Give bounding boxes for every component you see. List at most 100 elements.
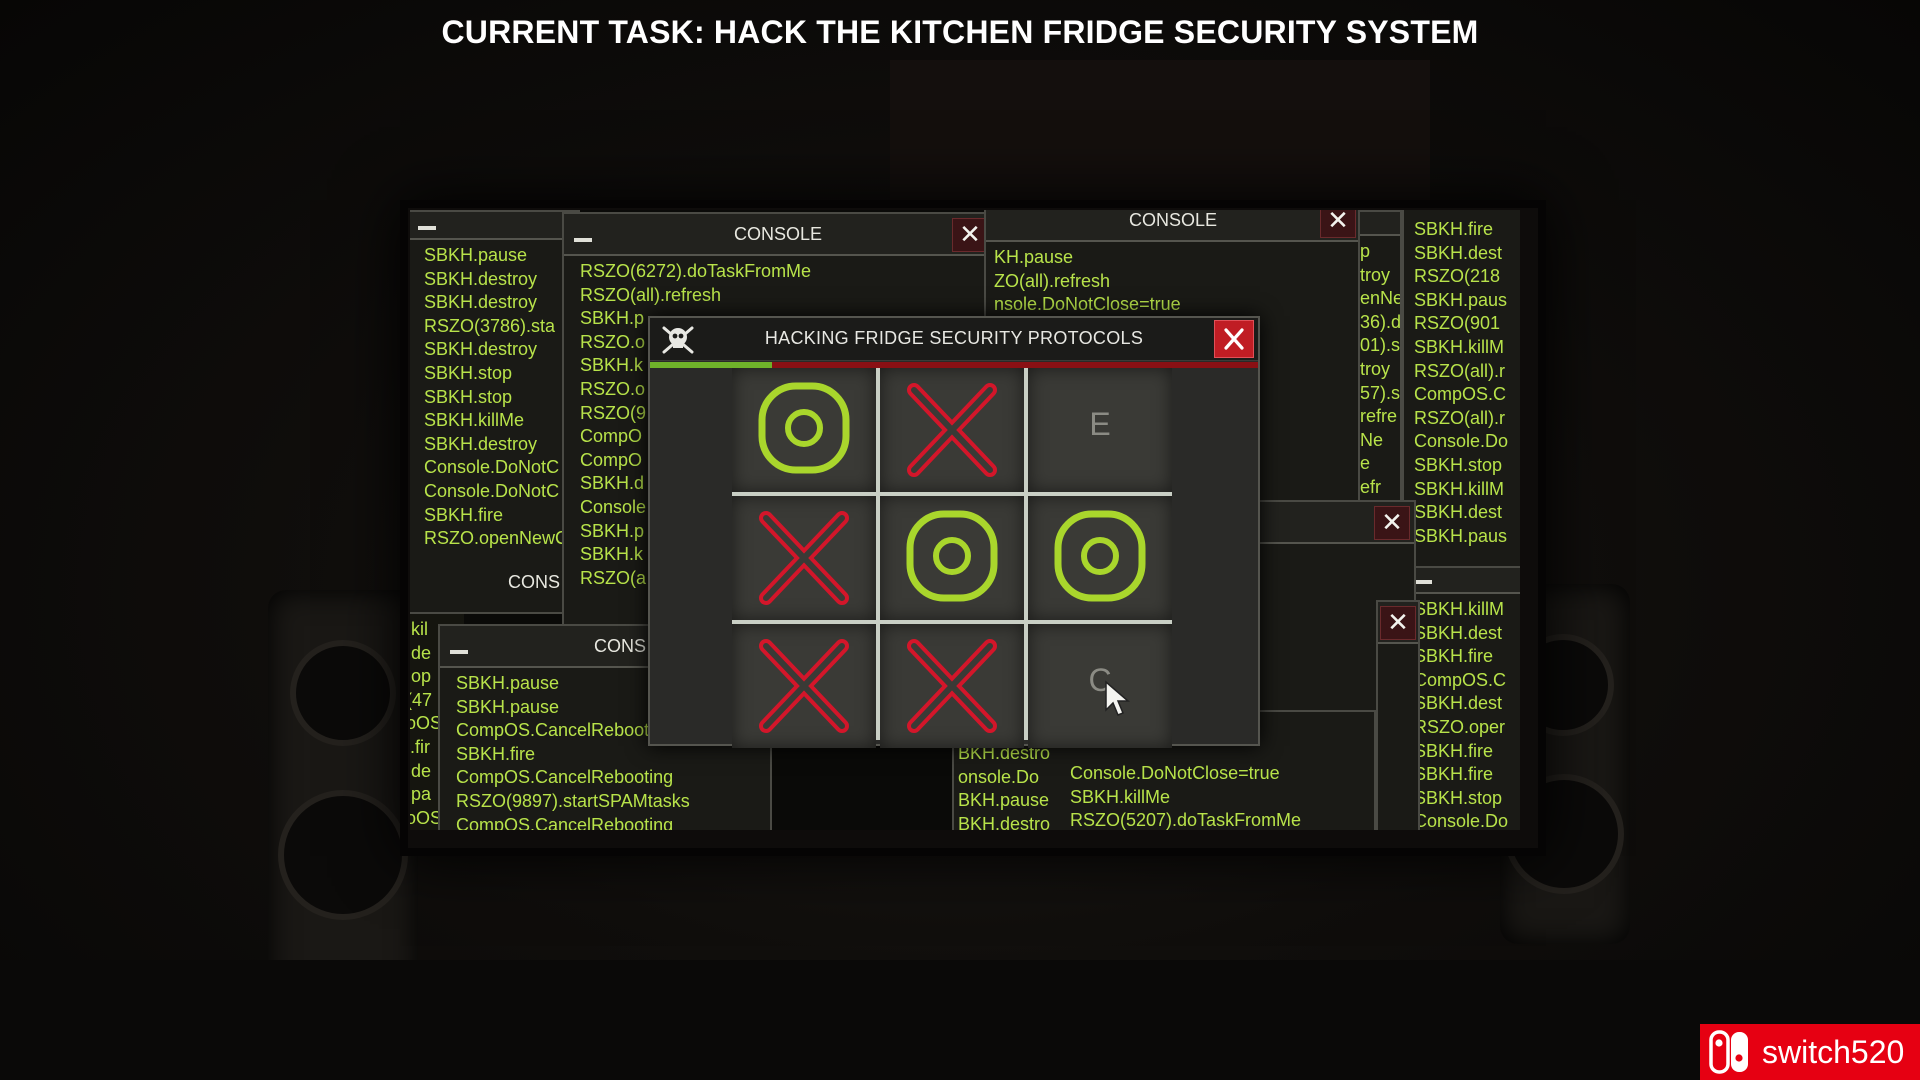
console-line: ZO(all).refresh [994,270,1111,291]
console-line: onsole.Do [958,766,1040,787]
board-cell-0-0[interactable] [732,368,876,492]
current-task-banner: CURRENT TASK: HACK THE KITCHEN FRIDGE SE… [441,14,1479,50]
console-line: RSZO.openNewC [424,528,569,549]
dialog-close-button[interactable] [1214,320,1254,358]
window-titlebar[interactable] [1404,568,1520,594]
left-speaker-woofer [278,790,408,920]
minimize-icon[interactable] [574,238,592,242]
background-wall-panel [890,60,1430,210]
close-icon[interactable]: ✕ [1380,606,1416,640]
window-title: CONS [508,572,561,592]
close-icon[interactable]: ✕ [952,218,988,252]
console-line: RSZO.oper [1414,716,1506,737]
console-line: RSZO(5207).doTaskFromMe [1070,810,1302,830]
console-line: KH.pause [994,247,1074,267]
console-line: .kil [410,619,428,639]
console-line: SBKH.fire [1414,764,1494,785]
board-cell-1-1[interactable] [880,496,1024,620]
board-cell-0-1[interactable] [880,368,1024,492]
console-line: SBKH.dest [1414,693,1503,714]
console-line: SBKH.paus [1414,525,1508,546]
console-line: SBKH.killMe [1070,786,1171,807]
console-line: SBKH.killM [1414,599,1505,619]
console-line: CompOS.C [1414,669,1507,690]
board-cell-2-2[interactable]: C [1028,624,1172,748]
console-line: Console.Do [1414,431,1509,452]
console-line: (47 [410,689,433,710]
minimize-icon[interactable] [1414,580,1432,584]
console-line: SBKH.fire [456,743,536,764]
console-window-empty-right[interactable]: ✕ [1376,600,1420,830]
console-line: .op [410,666,432,687]
board-grid-line [876,368,880,740]
board-grid-line [732,620,1172,624]
close-icon[interactable]: ✕ [1374,506,1410,540]
console-line: CompOS.CancelRebooting [456,767,674,788]
console-line: SBKH.p [580,308,645,329]
close-icon[interactable]: ✕ [1320,210,1356,238]
window-titlebar[interactable]: ✕ [1258,502,1414,544]
window-titlebar[interactable]: ✕ [1378,602,1418,644]
right-speaker [1500,584,1630,944]
console-line: SBKH.d [580,473,645,494]
console-line: e [1360,453,1371,474]
console-line: CompO [580,426,643,447]
console-line: RSZO(all).r [1414,360,1505,381]
dialog-title: HACKING FRIDGE SECURITY PROTOCOLS [764,328,1144,348]
window-titlebar[interactable]: CONSOLE ✕ [564,214,992,256]
board-cell-1-2[interactable] [1028,496,1172,620]
console-line: oOS [410,807,443,828]
x-mark-icon [907,383,997,477]
console-line: efr [1360,476,1382,497]
console-line: Console [580,496,647,517]
left-speaker [268,590,418,1010]
console-line: CompO [580,449,643,470]
board-cell-1-0[interactable] [732,496,876,620]
minimize-icon[interactable] [450,650,468,654]
console-line: SBKH.fire [1414,219,1494,239]
console-line: RSZO(a [580,567,647,588]
o-mark-icon [1054,510,1146,602]
console-line: RSZO(9897).startSPAMtasks [456,790,690,811]
console-line: 01).s [1360,335,1401,356]
board-cell-0-2[interactable]: E [1028,368,1172,492]
cell-letter: C [1088,662,1112,698]
console-line: .de [410,760,432,781]
console-line: SBKH.dest [1414,502,1503,523]
window-titlebar[interactable] [1360,212,1400,236]
console-line: CompOS.CancelRebooting [456,720,674,741]
hack-progress-bar [650,362,1258,368]
console-line: nsole.DoNotClose=true [994,294,1181,315]
window-title: CONSOLE [733,224,823,244]
console-line: troy [1360,264,1391,285]
console-line: SBKH.paus [1414,289,1508,310]
skull-crossbones-icon [662,326,694,354]
console-line: SBKH.stop [424,386,513,407]
board-cell-2-1[interactable] [880,624,1024,748]
console-line: BKH.destro [958,813,1051,830]
console-line: l.fir [410,736,430,757]
console-line: CompOS.CancelRebooting [456,814,674,830]
minimize-icon[interactable] [418,226,436,230]
window-titlebar[interactable]: CONSOLE ✕ [986,210,1360,242]
console-line: SBKH.pause [456,673,560,693]
window-titlebar[interactable] [410,212,578,240]
console-line: SBKH.destroy [424,433,538,454]
board-cell-2-0[interactable] [732,624,876,748]
console-line: SBKH.killM [1414,336,1505,357]
console-line: SBKH.killMe [424,410,525,431]
console-line: SBKH.stop [424,362,513,383]
console-line: SBKH.pause [424,245,528,265]
console-line: Ne [1360,429,1384,450]
console-line: .de [410,642,432,663]
o-mark-icon [906,510,998,602]
